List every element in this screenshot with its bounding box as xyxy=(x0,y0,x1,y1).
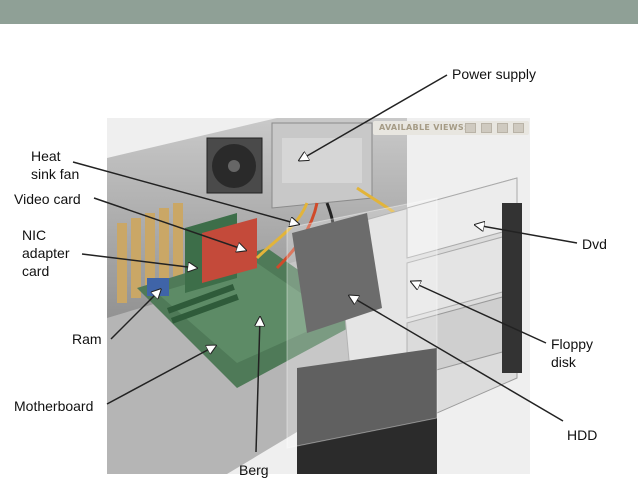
label-power-supply: Power supply xyxy=(452,66,537,82)
view-icon-4 xyxy=(513,123,524,133)
heat-sink-fan xyxy=(206,137,263,194)
top-accent-bar xyxy=(0,0,638,24)
view-icon-1 xyxy=(465,123,476,133)
pc-case-illustration xyxy=(107,118,530,474)
pc-internals-photo: AVAILABLE VIEWS: xyxy=(107,118,530,474)
label-video-card: Video card xyxy=(14,191,81,207)
label-dvd: Dvd xyxy=(582,236,607,252)
ram-sticks xyxy=(167,284,239,324)
view-icon-3 xyxy=(497,123,508,133)
available-views-bar: AVAILABLE VIEWS: xyxy=(373,121,529,135)
label-berg: Berg xyxy=(239,462,269,478)
label-heat-sink-fan: Heat sink fan xyxy=(31,148,80,182)
label-hdd: HDD xyxy=(567,427,598,443)
label-ram: Ram xyxy=(72,331,102,347)
label-motherboard: Motherboard xyxy=(14,398,94,414)
label-nic-adapter-card: NIC adapter card xyxy=(22,227,70,279)
label-floppy-disk: Floppy disk xyxy=(551,336,594,370)
available-views-text: AVAILABLE VIEWS: xyxy=(379,123,468,132)
view-icon-2 xyxy=(481,123,492,133)
power-supply xyxy=(271,122,373,209)
